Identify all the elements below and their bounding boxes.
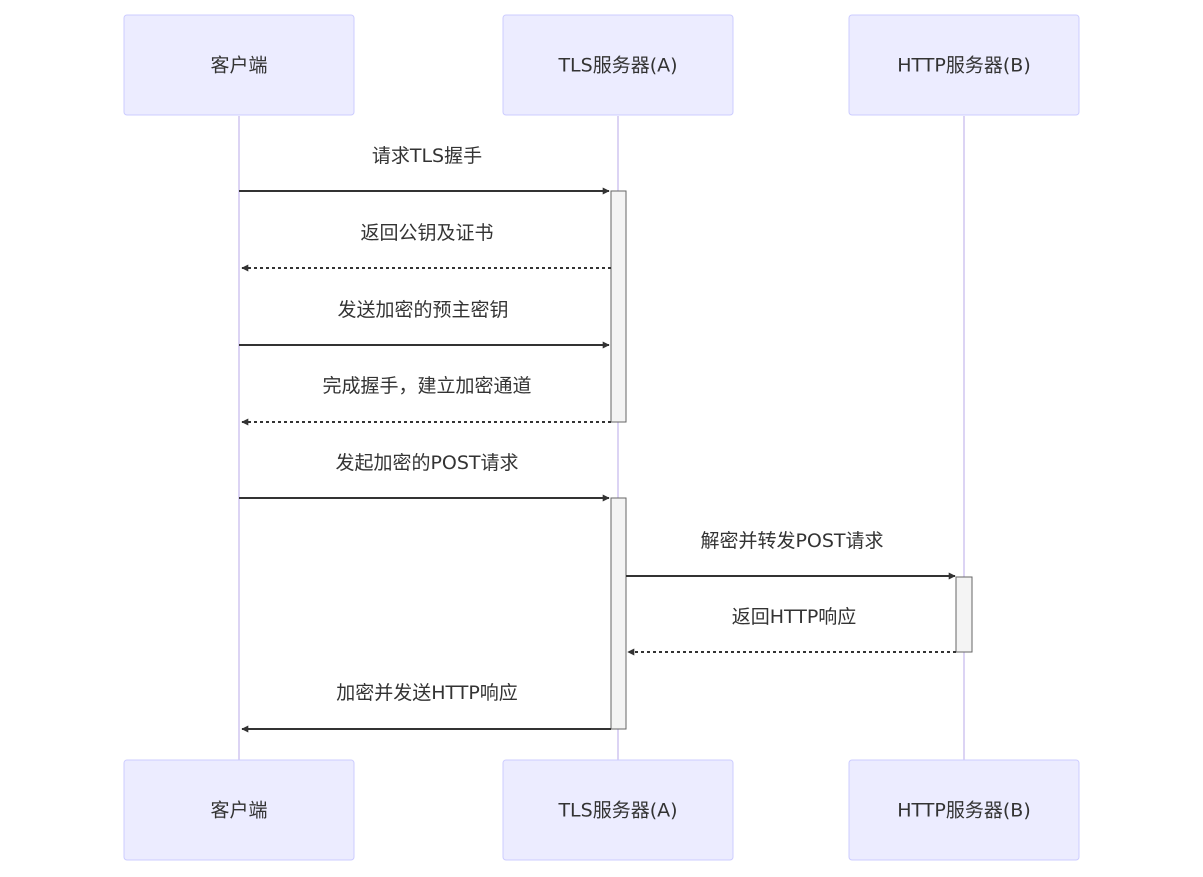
activations	[610, 190, 973, 730]
activation-tls-handshake	[610, 190, 627, 423]
message-6: 解密并转发POST请求	[626, 530, 956, 580]
message-6-label: 解密并转发POST请求	[700, 530, 883, 552]
actor-http-top: HTTP服务器(B)	[848, 14, 1080, 116]
message-8-label: 加密并发送HTTP响应	[336, 682, 518, 704]
message-1: 请求TLS握手	[239, 145, 610, 195]
actor-http-label: HTTP服务器(B)	[897, 55, 1030, 77]
actors-top: 客户端 TLS服务器(A) HTTP服务器(B)	[123, 14, 1080, 116]
message-3-label: 发送加密的预主密钥	[337, 299, 508, 321]
message-7: 返回HTTP响应	[627, 606, 956, 656]
message-5: 发起加密的POST请求	[239, 452, 610, 502]
message-7-label: 返回HTTP响应	[732, 606, 857, 628]
message-3: 发送加密的预主密钥	[239, 299, 610, 349]
actor-tls-top: TLS服务器(A)	[502, 14, 734, 116]
message-2: 返回公钥及证书	[241, 222, 611, 272]
message-1-label: 请求TLS握手	[372, 145, 482, 167]
messages: 请求TLS握手 返回公钥及证书 发送加密的预主密钥 完成握手，建立加密通道 发起…	[239, 145, 956, 733]
message-8: 加密并发送HTTP响应	[241, 682, 611, 733]
actor-client-label: 客户端	[210, 55, 267, 77]
actor-tls-label-bottom: TLS服务器(A)	[557, 800, 677, 822]
actor-tls-bottom: TLS服务器(A)	[502, 759, 734, 861]
actors-bottom: 客户端 TLS服务器(A) HTTP服务器(B)	[123, 759, 1080, 861]
actor-tls-label: TLS服务器(A)	[557, 55, 677, 77]
actor-client-bottom: 客户端	[123, 759, 355, 861]
actor-http-bottom: HTTP服务器(B)	[848, 759, 1080, 861]
activation-http-request	[955, 576, 973, 653]
message-4-label: 完成握手，建立加密通道	[322, 375, 531, 397]
activation-tls-request	[610, 497, 627, 730]
actor-client-label-bottom: 客户端	[210, 800, 267, 822]
actor-http-label-bottom: HTTP服务器(B)	[897, 800, 1030, 822]
actor-client-top: 客户端	[123, 14, 355, 116]
message-4: 完成握手，建立加密通道	[241, 375, 611, 426]
message-2-label: 返回公钥及证书	[360, 222, 493, 244]
message-5-label: 发起加密的POST请求	[335, 452, 518, 474]
lifelines	[238, 116, 965, 760]
